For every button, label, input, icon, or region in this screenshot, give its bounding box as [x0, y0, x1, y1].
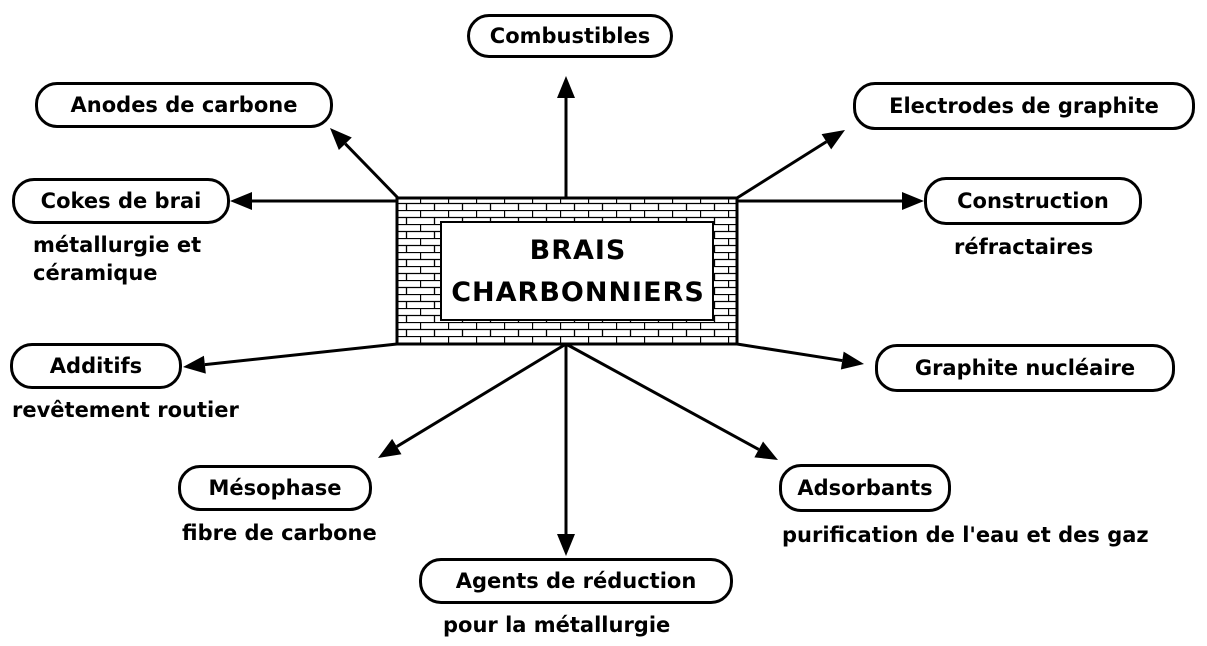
node-agents: Agents de réduction [419, 558, 733, 604]
brick-wall [395, 196, 739, 346]
center-label-line1: BRAIS [529, 235, 627, 266]
node-cokes: Cokes de brai [12, 178, 230, 224]
arrow-to-additifs-line [204, 342, 398, 367]
node-additifs: Additifs [10, 343, 182, 389]
center-label-line2: CHARBONNIERS [451, 277, 705, 308]
node-mesophase-sub: fibre de carbone [182, 521, 377, 545]
arrow-to-mesophase-line [396, 342, 567, 448]
node-adsorbants: Adsorbants [779, 464, 951, 512]
arrow-to-agents-head [557, 534, 575, 556]
arrow-to-graphite-line [736, 342, 843, 363]
node-agents-sub: pour la métallurgie [443, 613, 671, 637]
arrow-to-adsorbants-line [565, 342, 760, 451]
node-construction: Construction [924, 177, 1142, 225]
arrow-to-additifs-head [183, 355, 206, 374]
node-cokes-sub-line2: céramique [33, 261, 158, 285]
arrow-to-anodes-head [330, 128, 352, 151]
node-construction-sub: réfractaires [954, 235, 1094, 259]
node-electrodes: Electrodes de graphite [853, 82, 1195, 130]
node-mesophase: Mésophase [178, 465, 372, 511]
brick-wall-inner-panel [440, 221, 714, 321]
arrow-to-electrodes-head [821, 130, 845, 150]
node-combustibles: Combustibles [467, 14, 673, 58]
arrow-to-mesophase-head [378, 438, 402, 458]
center-label: BRAIS CHARBONNIERS [443, 230, 713, 314]
arrow-to-anodes-line [344, 142, 400, 200]
arrow-to-construction-head [902, 192, 924, 210]
arrow-to-graphite-head [840, 351, 864, 370]
arrow-to-adsorbants-head [754, 441, 778, 460]
arrow-to-cokes-head [230, 192, 252, 210]
arrow-to-combustibles-head [557, 76, 575, 98]
node-adsorbants-sub: purification de l'eau et des gaz [782, 523, 1149, 547]
node-cokes-sub-line1: métallurgie et [33, 233, 202, 257]
node-anodes: Anodes de carbone [35, 82, 333, 128]
arrow-to-electrodes-line [736, 140, 828, 200]
node-graphite: Graphite nucléaire [875, 344, 1175, 392]
arrows [183, 76, 924, 556]
node-additifs-sub: revêtement routier [12, 398, 239, 422]
